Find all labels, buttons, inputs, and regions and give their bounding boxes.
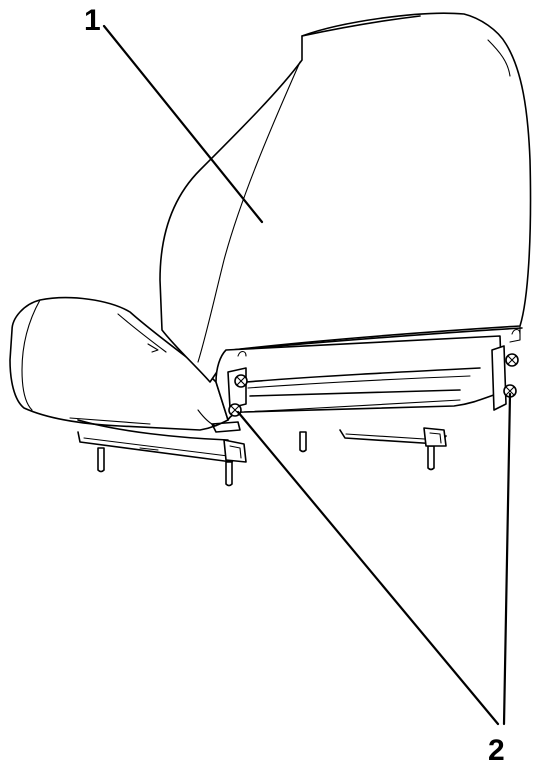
seat-mounting-rails <box>77 427 447 487</box>
leader-line-2a <box>236 410 500 726</box>
seat-hinge-area <box>197 328 521 433</box>
leader-line-2b <box>502 392 512 726</box>
bolt-right-upper <box>505 353 519 367</box>
callout-label-2: 2 <box>488 734 505 766</box>
seat-back <box>159 12 532 383</box>
callout-leader-lines <box>102 24 512 726</box>
leader-line-1 <box>102 24 264 224</box>
bolt-left-upper <box>234 374 248 388</box>
mounting-bolts <box>228 353 519 417</box>
callout-label-1: 1 <box>84 4 101 37</box>
